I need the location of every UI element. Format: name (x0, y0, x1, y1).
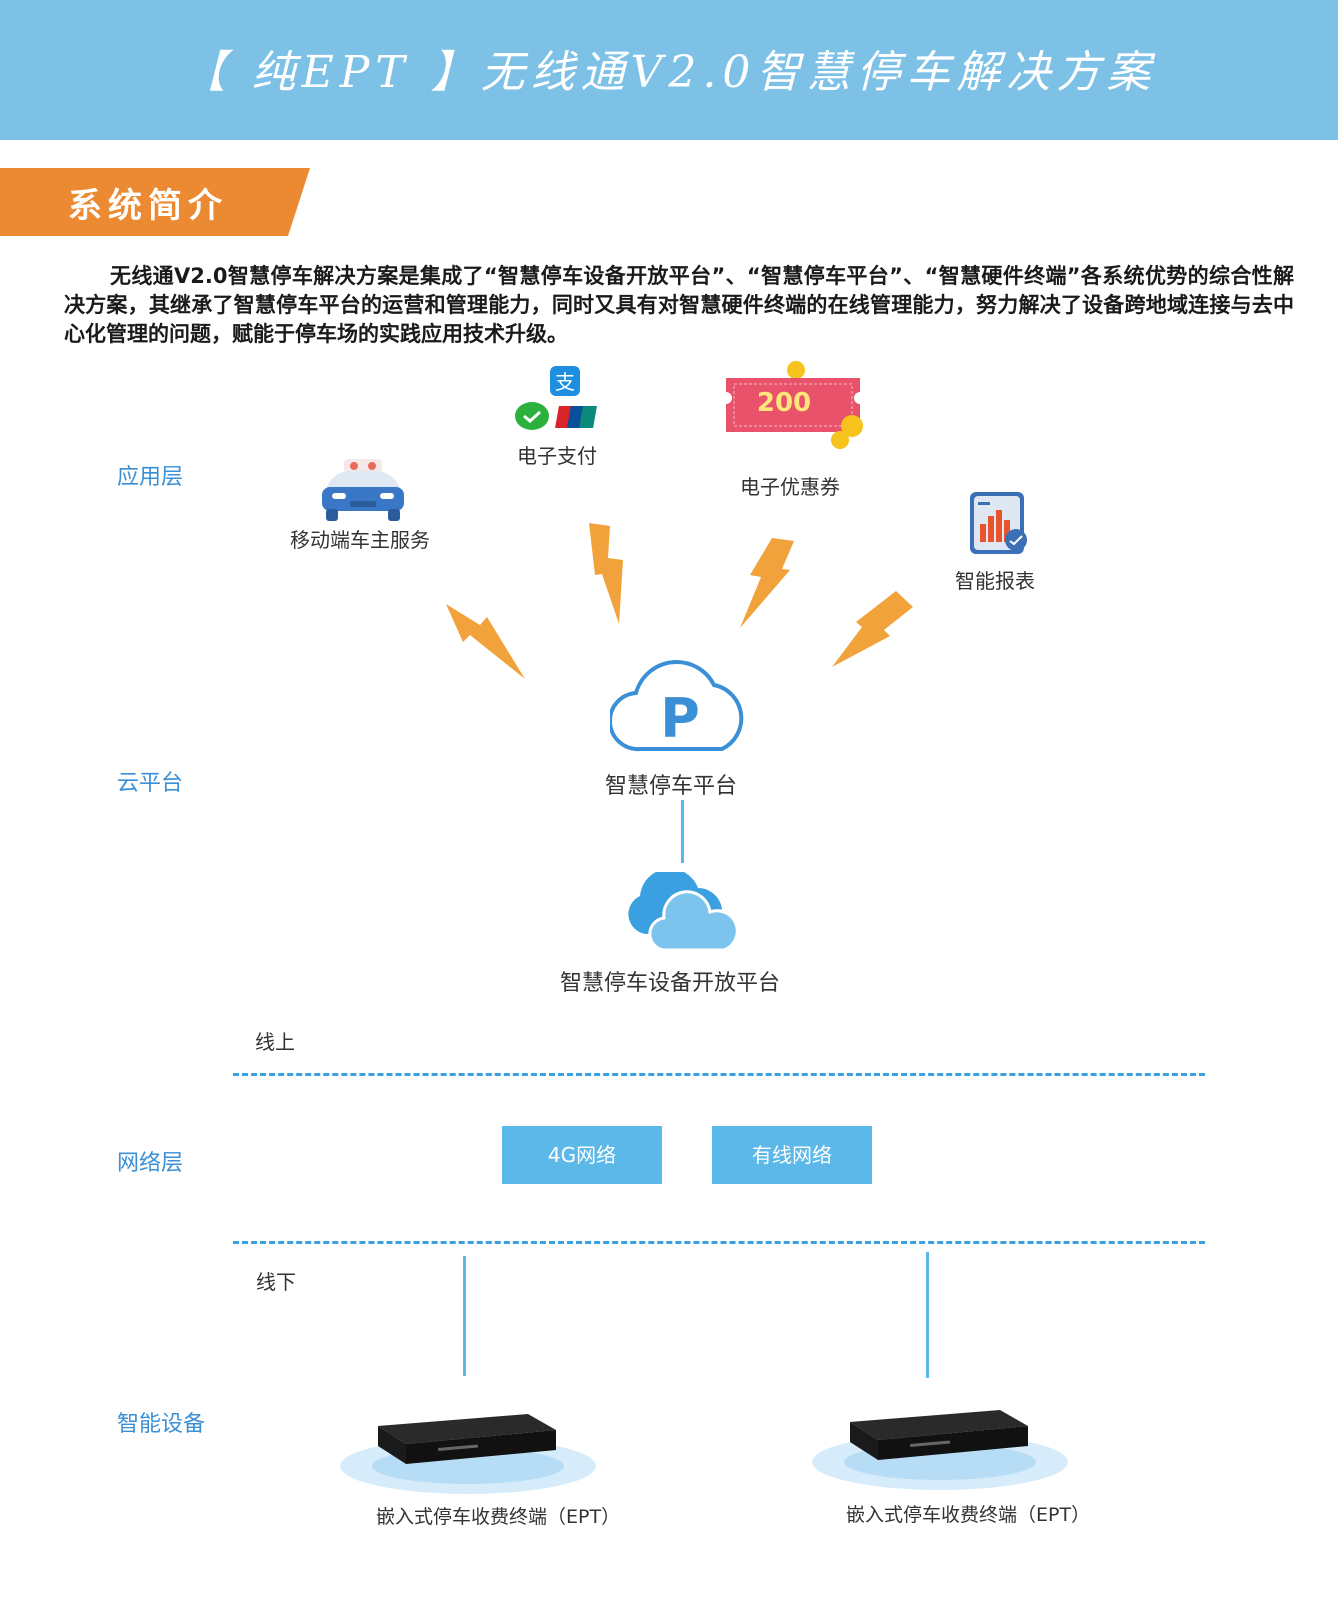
payment-label: 电子支付 (517, 444, 597, 468)
header-banner (0, 0, 1338, 140)
lightning-bolt-report (832, 591, 913, 667)
network-4g-box: 4G网络 (502, 1126, 662, 1184)
lightning-bolt-mobile (446, 604, 525, 679)
lightning-bolt-payment (589, 523, 623, 624)
layer-label-device: 智能设备 (117, 1412, 206, 1437)
connection-bolts (446, 523, 913, 679)
section-title: 系统简介 (68, 186, 228, 226)
parking-platform-label: 智慧停车平台 (605, 774, 738, 799)
car-icon (322, 459, 404, 521)
offline-divider (233, 1241, 1205, 1244)
platform-connector-line (681, 800, 684, 863)
device-right-label: 嵌入式停车收费终端（EPT） (846, 1504, 1091, 1526)
parking-letter: P (660, 687, 700, 750)
cloud-icon (628, 872, 739, 952)
report-label: 智能报表 (955, 569, 1035, 593)
wechat-icon (515, 402, 549, 430)
mobile-service-label: 移动端车主服务 (290, 528, 430, 552)
layer-label-app: 应用层 (117, 465, 184, 490)
payment-icons: 支 (515, 366, 597, 430)
network-wired-box: 有线网络 (712, 1126, 872, 1184)
page-title: 【 纯EPT 】无线通V2.0智慧停车解决方案 (181, 47, 1157, 98)
open-platform-label: 智慧停车设备开放平台 (560, 971, 781, 996)
intro-paragraph: 无线通V2.0智慧停车解决方案是集成了“智慧停车设备开放平台”、“智慧停车平台”… (64, 264, 1294, 346)
lightning-bolt-coupon (740, 538, 794, 628)
alipay-icon (550, 366, 580, 396)
section-tab (0, 168, 310, 236)
device-left-connector (463, 1256, 466, 1376)
device-right-connector (926, 1252, 929, 1378)
terminal-box-icon (812, 1410, 1068, 1490)
coupon-amount: 200 (757, 388, 811, 418)
layer-label-network: 网络层 (117, 1151, 184, 1176)
online-divider (233, 1073, 1205, 1076)
terminal-box-icon (340, 1414, 596, 1494)
coupon-label: 电子优惠券 (740, 475, 840, 499)
layer-label-cloud: 云平台 (117, 771, 184, 796)
offline-label: 线下 (256, 1270, 296, 1294)
device-left-label: 嵌入式停车收费终端（EPT） (376, 1506, 621, 1528)
unionpay-icon (555, 406, 597, 428)
coupon-icon: 200 (726, 361, 863, 449)
online-label: 线上 (255, 1030, 295, 1054)
report-icon (970, 492, 1027, 554)
svg-text:支: 支 (555, 370, 575, 394)
cloud-p-icon: P (610, 660, 744, 752)
